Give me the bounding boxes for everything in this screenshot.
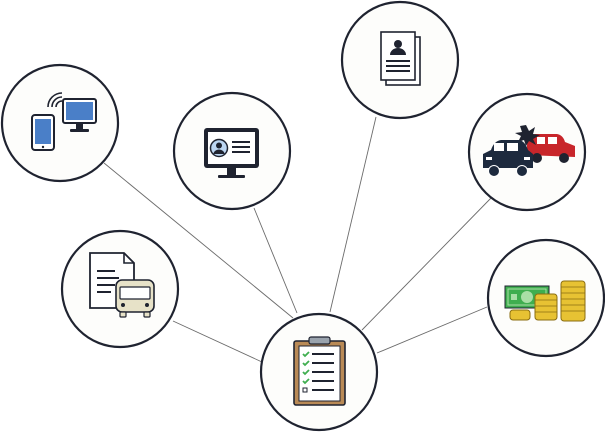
link-document-profile xyxy=(329,116,377,313)
cash-coins-icon xyxy=(504,280,586,322)
clipboard-checklist-icon xyxy=(293,336,346,406)
hub-node[interactable] xyxy=(259,312,379,432)
monitor-video-profile-icon xyxy=(204,128,259,178)
node-car-accident[interactable] xyxy=(467,92,587,212)
profile-document-icon xyxy=(380,31,421,86)
link-car-accident xyxy=(361,196,493,331)
node-devices-circle xyxy=(0,63,120,183)
node-transport-document[interactable] xyxy=(60,229,180,349)
node-money[interactable] xyxy=(486,238,605,358)
node-document-profile[interactable] xyxy=(340,0,460,120)
car-collision-icon xyxy=(483,125,575,177)
tablet-monitor-wifi-icon xyxy=(31,92,97,151)
node-video-call[interactable] xyxy=(172,91,292,211)
connector-lines xyxy=(103,116,493,363)
link-video-call xyxy=(253,207,298,314)
document-bus-icon xyxy=(89,252,155,318)
link-devices xyxy=(103,162,294,319)
link-money xyxy=(376,306,488,354)
link-transport-document xyxy=(172,320,263,363)
node-devices[interactable] xyxy=(0,63,120,183)
